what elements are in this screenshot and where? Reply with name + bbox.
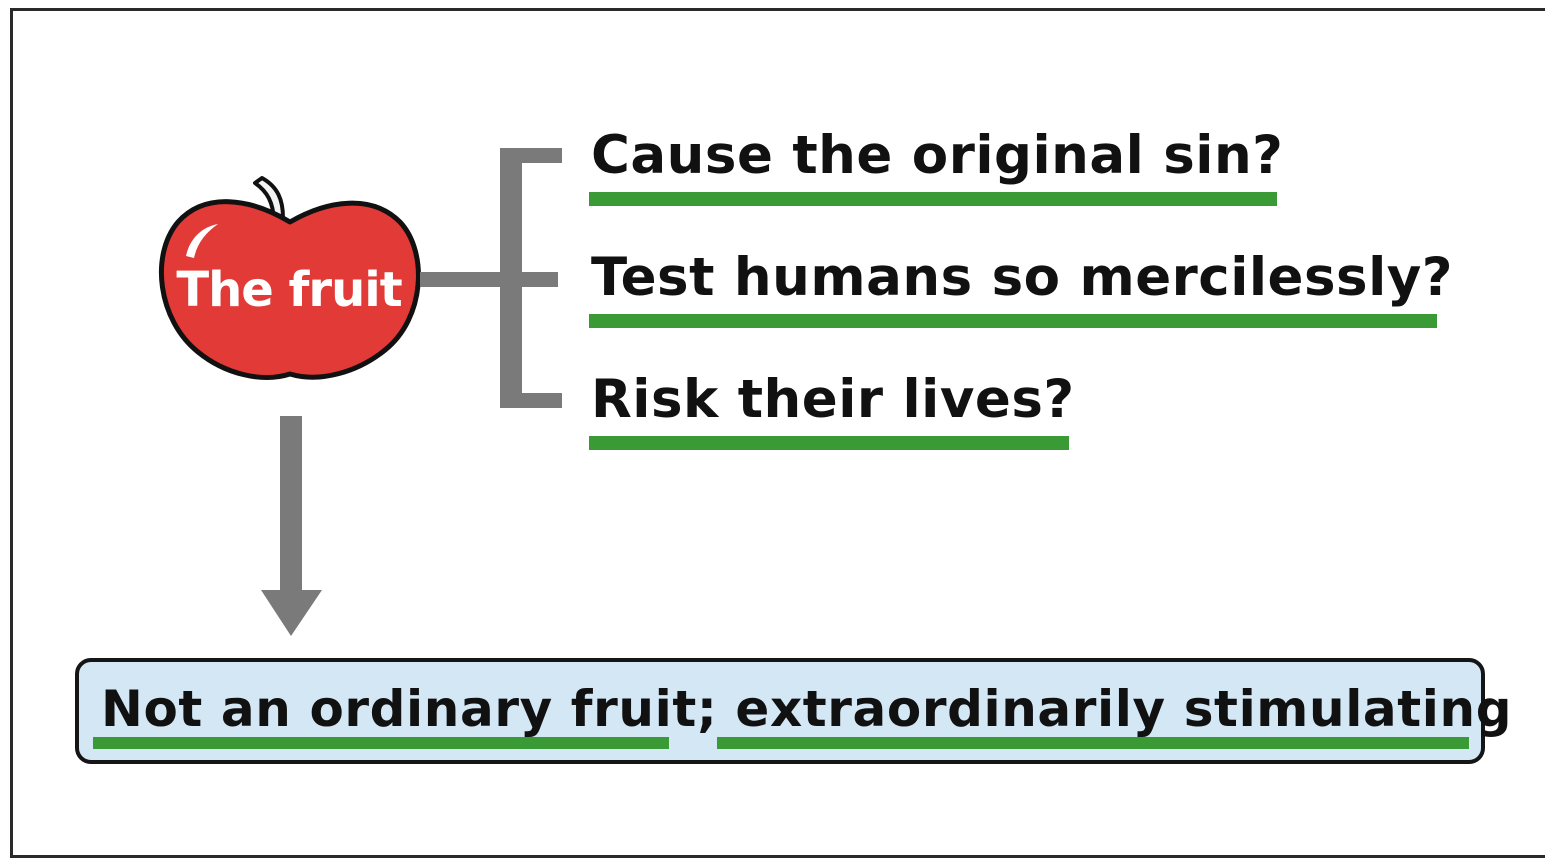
question-test-humans: Test humans so mercilessly? xyxy=(591,247,1454,308)
apple-label: The fruit xyxy=(176,262,402,318)
question-original-sin: Cause the original sin? xyxy=(591,125,1284,186)
bracket-arm-bottom xyxy=(500,393,562,408)
connector-horizontal xyxy=(420,272,558,287)
bracket-arm-top xyxy=(500,148,562,163)
arrow-shaft xyxy=(280,416,302,594)
conclusion-text: Not an ordinary fruit; extraordinarily s… xyxy=(101,680,1513,738)
apple-icon xyxy=(158,199,421,380)
question-underline-2 xyxy=(589,314,1437,328)
conclusion-underline-1 xyxy=(93,737,669,749)
bracket-vertical xyxy=(500,148,522,408)
conclusion-underline-2 xyxy=(717,737,1469,749)
question-underline-3 xyxy=(589,436,1069,450)
arrow-down-icon xyxy=(261,590,322,636)
apple-highlight xyxy=(186,224,218,258)
question-risk-lives: Risk their lives? xyxy=(591,369,1075,430)
question-underline-1 xyxy=(589,192,1277,206)
